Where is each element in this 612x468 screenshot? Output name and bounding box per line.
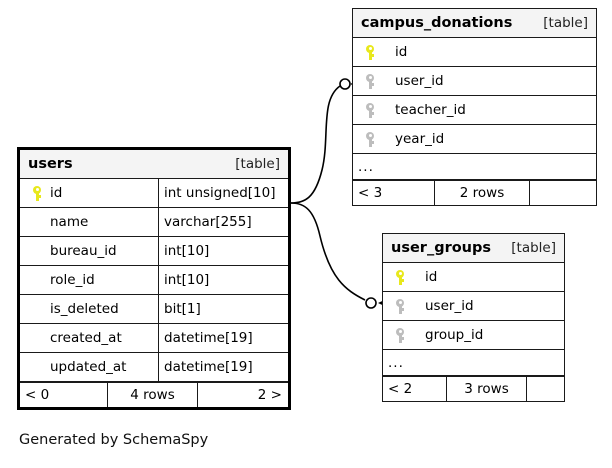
column-name-cell: user_id	[353, 67, 596, 95]
column-row-user-groups-id[interactable]: id	[383, 263, 564, 292]
key-slot	[359, 102, 381, 118]
table-campus-donations-title: campus_donations	[361, 15, 513, 31]
table-users-title: users	[28, 156, 73, 172]
foreign-key-icon	[366, 131, 374, 147]
column-name-cell: year_id	[353, 125, 596, 153]
table-user-groups-footer: < 2 3 rows	[383, 376, 564, 401]
row-count-label: 4 rows	[108, 383, 198, 407]
column-name-cell: id	[383, 263, 564, 291]
key-slot	[359, 73, 381, 89]
column-label: role_id	[50, 272, 95, 288]
foreign-key-icon	[366, 73, 374, 89]
more-columns-indicator: ...	[353, 154, 596, 180]
key-slot	[26, 185, 48, 201]
column-label: user_id	[425, 298, 474, 314]
key-slot	[359, 44, 381, 60]
table-users-footer: < 0 4 rows 2 >	[20, 382, 288, 407]
foreign-key-icon	[396, 298, 404, 314]
generated-by-caption: Generated by SchemaSpy	[19, 432, 209, 448]
primary-key-icon	[396, 269, 404, 285]
column-type-cell: bit[1]	[164, 301, 201, 317]
column-row-users-name[interactable]: name varchar[255]	[20, 208, 288, 237]
table-user-groups[interactable]: user_groups [table] id user_i	[382, 233, 565, 402]
key-slot	[359, 131, 381, 147]
next-page-button[interactable]: 2 >	[257, 387, 282, 403]
column-label: id	[50, 185, 63, 201]
column-row-campus-donations-user-id[interactable]: user_id	[353, 67, 596, 96]
column-label: name	[50, 214, 89, 230]
table-users-kind: [table]	[235, 156, 280, 172]
column-type-cell: int[10]	[164, 272, 210, 288]
column-label: id	[395, 44, 408, 60]
zero-marker-user-groups	[365, 297, 377, 309]
more-columns-indicator: ...	[383, 350, 564, 376]
foreign-key-icon	[366, 102, 374, 118]
column-type-cell: datetime[19]	[164, 359, 253, 375]
column-row-users-id[interactable]: id int unsigned[10]	[20, 179, 288, 208]
column-type-cell: datetime[19]	[164, 330, 253, 346]
column-name-cell: role_id	[20, 266, 159, 294]
next-page-button[interactable]	[530, 181, 596, 205]
prev-page-button[interactable]: < 2	[383, 377, 447, 401]
foreign-key-icon	[396, 327, 404, 343]
relationship-users-user-groups	[290, 202, 366, 301]
prev-page-button[interactable]: < 3	[353, 181, 435, 205]
primary-key-icon	[33, 185, 41, 201]
column-row-user-groups-group-id[interactable]: group_id	[383, 321, 564, 350]
table-campus-donations[interactable]: campus_donations [table] id u	[352, 8, 597, 206]
column-row-users-created-at[interactable]: created_at datetime[19]	[20, 324, 288, 353]
column-label: year_id	[395, 131, 445, 147]
column-type-cell: int unsigned[10]	[164, 185, 276, 201]
primary-key-icon	[366, 44, 374, 60]
column-name-cell: teacher_id	[353, 96, 596, 124]
column-row-user-groups-user-id[interactable]: user_id	[383, 292, 564, 321]
column-row-campus-donations-teacher-id[interactable]: teacher_id	[353, 96, 596, 125]
zero-marker-campus-donations	[339, 78, 351, 90]
column-name-cell: group_id	[383, 321, 564, 349]
column-name-cell: created_at	[20, 324, 159, 352]
column-row-campus-donations-id[interactable]: id	[353, 38, 596, 67]
column-label: created_at	[50, 330, 122, 346]
column-row-users-bureau-id[interactable]: bureau_id int[10]	[20, 237, 288, 266]
table-campus-donations-footer: < 3 2 rows	[353, 180, 596, 205]
column-row-users-updated-at[interactable]: updated_at datetime[19]	[20, 353, 288, 382]
table-users-header: users [table]	[20, 150, 288, 179]
relationship-users-campus-donations	[290, 85, 341, 204]
column-label: user_id	[395, 73, 444, 89]
column-row-campus-donations-year-id[interactable]: year_id	[353, 125, 596, 154]
table-users[interactable]: users [table] id int unsigned[10] name v…	[17, 147, 291, 410]
column-label: updated_at	[50, 359, 127, 375]
column-name-cell: name	[20, 208, 159, 236]
key-slot	[389, 269, 411, 285]
column-label: id	[425, 269, 438, 285]
prev-page-button[interactable]: < 0	[20, 383, 108, 407]
table-user-groups-kind: [table]	[511, 240, 556, 256]
column-label: is_deleted	[50, 301, 119, 317]
column-name-cell: id	[20, 179, 159, 207]
table-user-groups-title: user_groups	[391, 240, 492, 256]
column-label: group_id	[425, 327, 484, 343]
table-campus-donations-header: campus_donations [table]	[353, 9, 596, 38]
table-user-groups-header: user_groups [table]	[383, 234, 564, 263]
key-slot	[389, 298, 411, 314]
table-campus-donations-kind: [table]	[543, 15, 588, 31]
column-row-users-is-deleted[interactable]: is_deleted bit[1]	[20, 295, 288, 324]
column-type-cell: int[10]	[164, 243, 210, 259]
column-row-users-role-id[interactable]: role_id int[10]	[20, 266, 288, 295]
column-label: teacher_id	[395, 102, 466, 118]
column-type-cell: varchar[255]	[164, 214, 252, 230]
column-name-cell: updated_at	[20, 353, 159, 381]
row-count-label: 3 rows	[447, 377, 527, 401]
column-name-cell: id	[353, 38, 596, 66]
next-page-button[interactable]	[527, 377, 564, 401]
row-count-label: 2 rows	[435, 181, 530, 205]
column-name-cell: bureau_id	[20, 237, 159, 265]
key-slot	[389, 327, 411, 343]
column-name-cell: user_id	[383, 292, 564, 320]
column-label: bureau_id	[50, 243, 117, 259]
column-name-cell: is_deleted	[20, 295, 159, 323]
